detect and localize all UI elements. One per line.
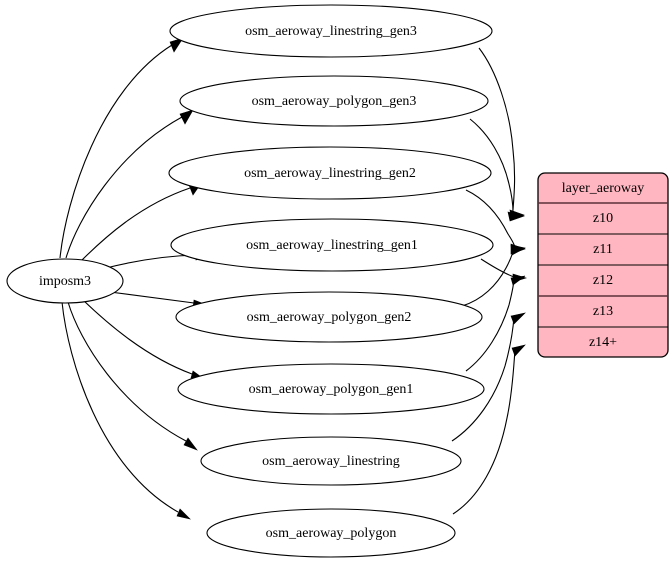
edge-imposm3-to-linestring [67, 301, 187, 442]
layer-aeroway-row-z13[interactable]: z13 [593, 304, 613, 319]
layer-aeroway-row-z14[interactable]: z14+ [589, 335, 617, 350]
osm-aeroway-linestring-label: osm_aeroway_linestring [262, 454, 400, 469]
osm-aeroway-polygon-gen2-ellipse[interactable] [175, 291, 483, 343]
edge-linestring-gen3-to-z10 [478, 47, 516, 211]
osm-aeroway-linestring-gen3-ellipse[interactable] [169, 4, 493, 58]
edge-imposm3-to-polygon-gen1 [82, 299, 193, 375]
arrowhead-z12-b [510, 275, 526, 286]
edge-imposm3-to-polygon-gen2 [109, 291, 195, 304]
node-osm-aeroway-linestring-gen3[interactable]: osm_aeroway_linestring_gen3 [169, 4, 493, 58]
imposm3-label: imposm3 [39, 274, 91, 289]
edge-polygon-gen3-to-z10 [469, 118, 514, 213]
osm-aeroway-polygon-gen2-label: osm_aeroway_polygon_gen2 [247, 310, 412, 325]
osm-aeroway-polygon-gen1-label: osm_aeroway_polygon_gen1 [249, 382, 414, 397]
edge-imposm3-to-linestring-gen1 [105, 254, 197, 269]
node-osm-aeroway-polygon-gen2[interactable]: osm_aeroway_polygon_gen2 [175, 291, 483, 343]
osm-aeroway-polygon-gen1-ellipse[interactable] [177, 363, 485, 415]
node-osm-aeroway-linestring-gen2[interactable]: osm_aeroway_linestring_gen2 [168, 146, 492, 200]
edges-to-layer-aeroway [451, 47, 528, 515]
edge-linestring-to-z13 [451, 316, 515, 442]
edge-imposm3-to-polygon-gen3 [65, 116, 183, 259]
node-imposm3[interactable]: imposm3 [6, 258, 124, 304]
osm-aeroway-linestring-gen1-label: osm_aeroway_linestring_gen1 [246, 238, 418, 253]
layer-aeroway-row-z11[interactable]: z11 [593, 242, 613, 257]
arrowhead-z13 [510, 312, 526, 325]
edge-linestring-gen1-to-z12 [480, 258, 515, 278]
osm-aeroway-polygon-label: osm_aeroway_polygon [266, 526, 397, 541]
arrowhead-polygon [176, 508, 191, 520]
layer-aeroway-header-label: layer_aeroway [562, 181, 644, 196]
node-osm-aeroway-polygon[interactable]: osm_aeroway_polygon [206, 508, 456, 558]
arrowhead-z10-b [507, 211, 526, 222]
osm-aeroway-linestring-ellipse[interactable] [200, 436, 462, 486]
node-osm-aeroway-linestring-gen1[interactable]: osm_aeroway_linestring_gen1 [170, 218, 494, 272]
osm-aeroway-polygon-gen3-label: osm_aeroway_polygon_gen3 [252, 94, 417, 109]
osm-aeroway-polygon-ellipse[interactable] [206, 508, 456, 558]
imposm3-ellipse[interactable] [6, 258, 124, 304]
edge-imposm3-to-polygon [61, 301, 179, 513]
osm-aeroway-linestring-gen2-ellipse[interactable] [168, 146, 492, 200]
arrowhead-polygon-gen3 [179, 109, 194, 125]
node-osm-aeroway-polygon-gen3[interactable]: osm_aeroway_polygon_gen3 [179, 75, 489, 127]
edge-imposm3-to-linestring-gen3 [59, 44, 173, 259]
osm-aeroway-linestring-gen3-label: osm_aeroway_linestring_gen3 [245, 24, 417, 39]
node-osm-aeroway-linestring[interactable]: osm_aeroway_linestring [200, 436, 462, 486]
node-osm-aeroway-polygon-gen1[interactable]: osm_aeroway_polygon_gen1 [177, 363, 485, 415]
arrowhead-linestring [183, 437, 198, 451]
arrowhead-linestring-gen3 [169, 37, 184, 53]
osm-aeroway-polygon-gen3-ellipse[interactable] [179, 75, 489, 127]
arrowhead-z14 [511, 344, 526, 357]
osm-aeroway-linestring-gen1-ellipse[interactable] [170, 218, 494, 272]
layer-aeroway-row-z10[interactable]: z10 [593, 211, 613, 226]
arrowhead-z11-b [510, 244, 526, 256]
node-layer-aeroway-table[interactable]: layer_aeroway z10 z11 z12 z13 z14+ [537, 172, 669, 358]
edge-imposm3-to-linestring-gen2 [79, 187, 191, 263]
edge-polygon-to-z14 [452, 348, 516, 515]
edge-linestring-gen2-to-z11 [465, 189, 516, 248]
osm-aeroway-linestring-gen2-label: osm_aeroway_linestring_gen2 [244, 166, 416, 181]
layer-aeroway-row-z12[interactable]: z12 [593, 273, 613, 288]
